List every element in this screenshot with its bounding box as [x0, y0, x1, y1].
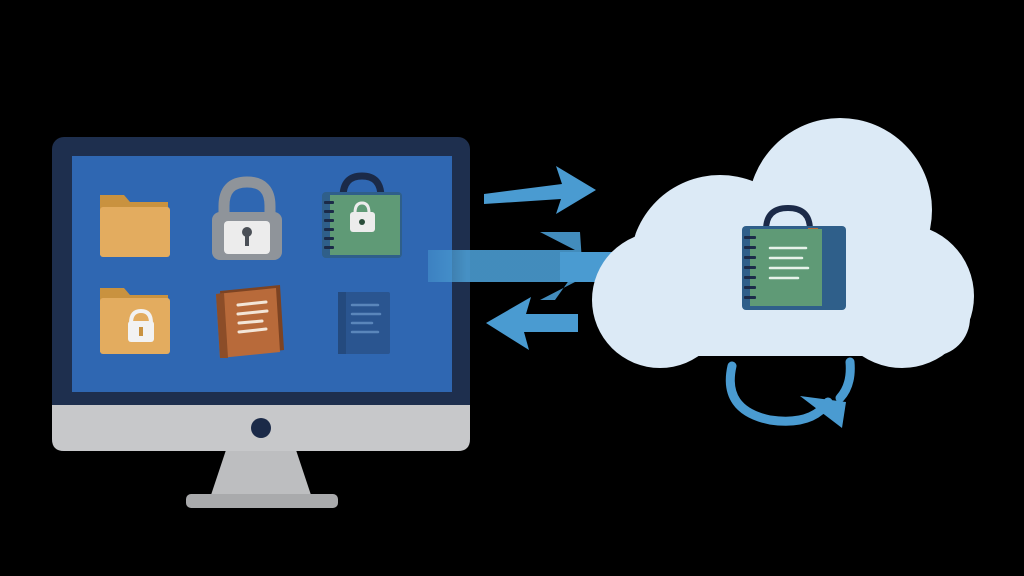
arrow-right-icon — [484, 166, 596, 214]
document-icon — [338, 292, 390, 354]
locked-notebook-icon — [322, 172, 402, 258]
monitor-stand-base — [186, 494, 338, 508]
notebook-icon — [216, 285, 284, 358]
locked-folder-icon — [100, 288, 170, 354]
monitor-stand — [210, 450, 312, 498]
folder-icon — [100, 195, 170, 257]
locked-notebook-icon — [742, 204, 846, 310]
power-button-icon — [251, 418, 271, 438]
arrow-left-icon — [486, 297, 578, 350]
padlock-icon — [212, 176, 282, 260]
sync-arrow-icon — [725, 357, 855, 428]
